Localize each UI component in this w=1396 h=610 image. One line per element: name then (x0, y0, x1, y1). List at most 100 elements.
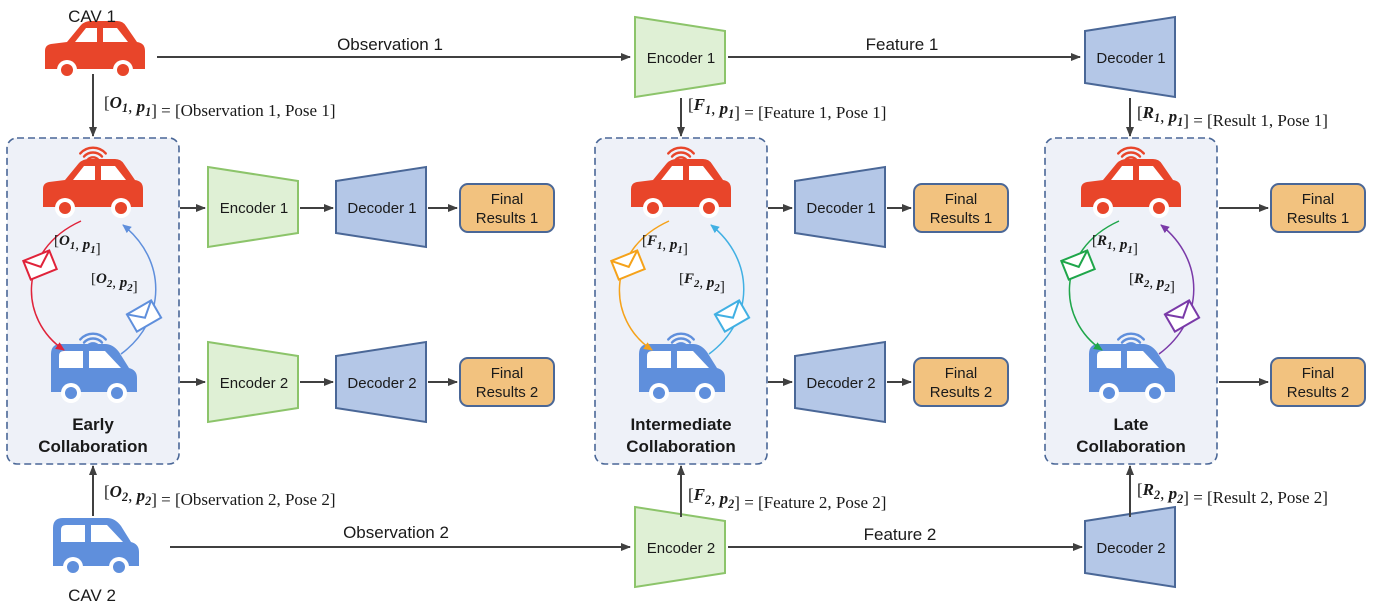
intermediate-panel-envelope-down-icon-flap (610, 250, 639, 269)
eq-late-top-part: R (1142, 103, 1154, 122)
intermediate-panel-msg1: [F1, p1] (642, 233, 688, 257)
early-encoder2 (207, 340, 299, 424)
early-panel-title-line1: Early (72, 415, 114, 434)
intermediate-panel-msg-up-arrow (708, 224, 745, 355)
early-panel-msg2-part: ] (133, 279, 138, 295)
eq-early-top-part: p (135, 97, 146, 116)
early-panel-msg-down-arrow (30, 220, 82, 351)
early-panel-envelope-down-icon-body (21, 249, 59, 281)
eq-inter-bottom-part: [ (688, 485, 694, 504)
early-panel-car1 (43, 159, 143, 218)
top-decoder1 (1084, 15, 1176, 99)
early-panel-wifi-bottom-icon-arc-3 (79, 332, 107, 341)
eq-late-bottom-part: 2 (1176, 492, 1183, 506)
eq-inter-bottom-part: 2 (704, 493, 711, 507)
eq-inter-bottom-part: F (693, 485, 706, 504)
late-panel-wifi-bottom-icon-arc-3 (1117, 332, 1145, 341)
early-encoder1-label: Encoder 1 (220, 200, 288, 217)
intermediate-panel-msg2-part: p (705, 275, 715, 291)
eq-inter-top-part: , (711, 99, 720, 118)
eq-early-bottom: [O2, p2] = [Observation 2, Pose 2] (104, 482, 336, 509)
early-result2 (459, 357, 555, 407)
intermediate-panel-envelope-up-icon-body (713, 298, 751, 334)
eq-early-bottom-part: [ (104, 482, 110, 501)
intermediate-panel-wifi-top-icon-arc-2 (670, 151, 692, 158)
eq-inter-top-part: 1 (728, 107, 734, 121)
eq-early-bottom-part: , (128, 486, 137, 505)
inter-decoder2 (794, 340, 886, 424)
inter-result1 (913, 183, 1009, 233)
early-panel-wifi-top-icon-arc-2 (82, 151, 104, 158)
early-panel-msg2-part: , (112, 275, 120, 291)
early-panel-wifi-top-icon-arc-3 (79, 146, 107, 155)
intermediate-panel-msg2-part: [ (679, 271, 684, 287)
cav1-car-window-rear (103, 28, 128, 42)
late-panel-car1-wheel-rear (1153, 202, 1165, 214)
eq-inter-top-part: 1 (705, 103, 711, 117)
late-panel-car2-wheel-rear (1103, 387, 1115, 399)
late-panel-msg1-part: R (1096, 233, 1107, 249)
inter-result2-line2: Results 2 (930, 384, 993, 401)
intermediate-panel-wifi-top-icon-arc-3 (667, 146, 695, 155)
intermediate-panel-msg1-part: , (662, 237, 670, 253)
eq-early-bottom-part: 2 (121, 490, 128, 504)
early-panel-msg2: [O2, p2] (91, 271, 138, 295)
early-panel-envelope-up-icon-flap (126, 300, 153, 319)
late-panel-msg2-part: [ (1129, 271, 1134, 287)
early-panel-car1-wheel-rear (115, 202, 127, 214)
early-encoder2-label: Encoder 2 (220, 375, 288, 392)
feature1-label: Feature 1 (866, 35, 939, 54)
early-panel-car1-window-rear (101, 166, 126, 180)
early-panel-car1-window-front (73, 166, 95, 180)
early-panel-msg2-part: [ (91, 271, 96, 287)
eq-early-top-part: O (110, 93, 122, 112)
intermediate-panel-car1 (631, 159, 731, 218)
intermediate-panel-car2 (639, 344, 725, 403)
top-decoder1-label: Decoder 1 (1096, 50, 1165, 67)
inter-result1-line1: Final (945, 191, 978, 208)
inter-decoder1-label: Decoder 1 (806, 200, 875, 217)
late-panel-msg2-part: R (1133, 271, 1144, 287)
early-decoder2-label: Decoder 2 (347, 375, 416, 392)
late-panel-msg-down-arrow (1068, 220, 1120, 351)
early-panel-car2 (51, 344, 137, 403)
late-result2 (1270, 357, 1366, 407)
late-result2-line2: Results 2 (1287, 384, 1350, 401)
eq-late-top-part: 1 (1177, 115, 1183, 129)
early-panel-envelope-up-icon (125, 298, 163, 334)
late-panel-msg2-part: ] (1170, 279, 1175, 295)
inter-decoder2-label: Decoder 2 (806, 375, 875, 392)
eq-inter-top-part: F (693, 95, 706, 114)
eq-inter-bottom-part: , (711, 489, 720, 508)
late-panel-msg1: [R1, p1] (1092, 233, 1138, 257)
late-panel-msg1-part: p (1118, 237, 1128, 253)
late-result2-line1: Final (1302, 365, 1335, 382)
eq-early-top-part: [ (104, 93, 110, 112)
bottom-encoder2 (634, 505, 726, 589)
bottom-encoder2-label: Encoder 2 (647, 540, 715, 557)
eq-inter-top: [F1, p1] = [Feature 1, Pose 1] (688, 95, 886, 122)
eq-inter-top-part: ] (734, 103, 740, 122)
cav2-car (53, 518, 139, 577)
intermediate-panel-car2-wheel-rear (653, 387, 665, 399)
late-panel-msg2-part: , (1149, 275, 1157, 291)
intermediate-panel-envelope-up-icon-flap (714, 300, 741, 319)
early-decoder2 (335, 340, 427, 424)
intermediate-panel-envelope-down-icon (609, 249, 647, 281)
inter-result1-line2: Results 1 (930, 210, 993, 227)
late-panel-car1-wheel-front (1097, 202, 1109, 214)
late-panel-car1-window-front (1111, 166, 1133, 180)
eq-late-bottom-part: , (1160, 484, 1169, 503)
early-result1-line1: Final (491, 191, 524, 208)
late-result1-line2: Results 1 (1287, 210, 1350, 227)
late-panel-wifi-top-icon-arc-3 (1117, 146, 1145, 155)
late-panel-msg-up-arrow (1158, 224, 1195, 355)
early-panel-envelope-up-icon-body (125, 298, 163, 334)
top-encoder1-label: Encoder 1 (647, 50, 715, 67)
late-panel-title-line1: Late (1114, 415, 1149, 434)
early-panel-msg1: [O1, p1] (54, 233, 101, 257)
inter-decoder1 (794, 165, 886, 249)
intermediate-panel-car2-wheel-front (699, 387, 711, 399)
early-decoder1-label: Decoder 1 (347, 200, 416, 217)
intermediate-panel-msg2-part: 2 (693, 278, 700, 290)
